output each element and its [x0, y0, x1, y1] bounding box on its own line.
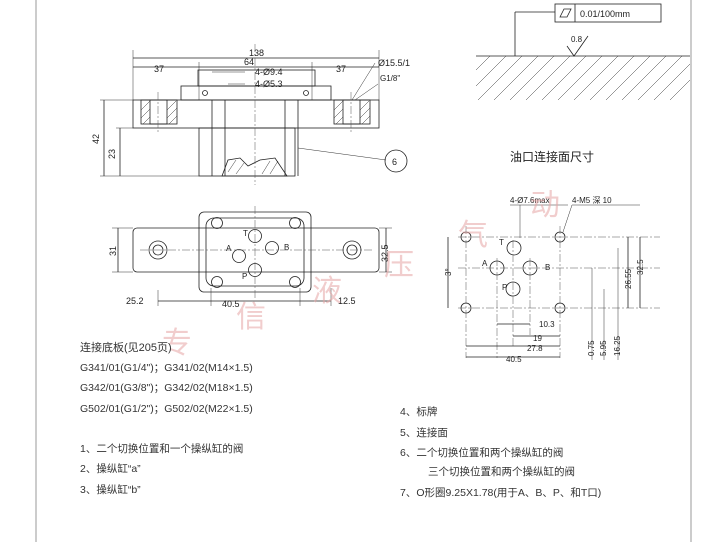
top-section-view: 138 64 37 37 4-Ø9.4 4-Ø5.3 Ø15.5/1 G1/8" — [91, 44, 410, 185]
dim-0-75: 0.75 — [587, 340, 596, 356]
watermark-char-5: 气 — [458, 218, 488, 253]
dim-height-32-5: 32.5 — [380, 244, 390, 262]
dim-40-5: 40.5 — [506, 355, 522, 364]
dim-height-23: 23 — [107, 149, 117, 159]
dim-left: 37 — [154, 64, 164, 74]
dim-height-42: 42 — [91, 134, 101, 144]
dim-19: 19 — [533, 334, 542, 343]
interface-title: 油口连接面尺寸 — [510, 149, 594, 164]
legend-item-5: 5、连接面 — [400, 427, 448, 439]
legend-item-6b: 三个切换位置和两个操纵缸的阀 — [428, 466, 575, 478]
watermark-char-3: 液 — [312, 274, 342, 309]
interface-port-T: T — [499, 238, 504, 247]
dim-16-25: 16.25 — [613, 335, 622, 356]
dim-3: 3° — [444, 268, 453, 276]
interface-thread-label: 4-M5 深 10 — [572, 196, 612, 205]
legend-item-1: 1、二个切换位置和一个操纵缸的阀 — [80, 443, 244, 455]
surface-finish-block: 0.01/100mm 0.8 — [475, 3, 691, 101]
roughness-value: 0.01/100mm — [580, 9, 630, 19]
dim-port-holes: 4-Ø9.4 — [255, 67, 283, 77]
watermark-char-1: 专 — [162, 326, 192, 361]
watermark-char-6: 动 — [530, 188, 560, 223]
subplate-line-3: G502/01(G1/2")；G502/02(M22×1.5) — [80, 403, 253, 415]
subplate-line-1: G341/01(G1/4")；G341/02(M14×1.5) — [80, 362, 253, 374]
legend-item-3: 3、操纵缸“b” — [80, 484, 141, 496]
dim-left-25-2: 25.2 — [126, 296, 144, 306]
dim-flange-hole: Ø15.5/1 — [378, 58, 410, 68]
watermark-char-2: 信 — [236, 300, 266, 335]
dim-center-40-5: 40.5 — [222, 299, 240, 309]
dim-32-5: 32.5 — [636, 259, 645, 275]
dim-bolt-holes: 4-Ø5.3 — [255, 79, 283, 89]
dim-10-3: 10.3 — [539, 320, 555, 329]
subplate-line-2: G342/01(G3/8")；G342/02(M18×1.5) — [80, 382, 253, 394]
plan-port-P: P — [242, 272, 247, 281]
dim-thread: G1/8" — [380, 74, 400, 83]
dim-mid: 64 — [244, 57, 254, 67]
dim-right: 37 — [336, 64, 346, 74]
callout-6: 6 — [392, 157, 397, 167]
interface-port-B: B — [545, 263, 550, 272]
legend-item-2: 2、操纵缸“a” — [80, 463, 141, 475]
port-interface-pattern: 油口连接面尺寸 4-Ø7.6max 4-M5 深 10 T A B P 10.3 — [444, 149, 660, 364]
interface-port-A: A — [482, 259, 488, 268]
legend-item-7: 7、O形圈9.25X1.78(用于A、B、P、和T口) — [400, 487, 602, 499]
dim-right-12-5: 12.5 — [338, 296, 356, 306]
dim-27-8: 27.8 — [527, 344, 543, 353]
interface-holes-label: 4-Ø7.6max — [510, 196, 550, 205]
callout-6-circle — [384, 149, 408, 173]
dim-width-31: 31 — [108, 246, 118, 256]
plan-port-A: A — [226, 244, 232, 253]
surface-finish-value: 0.8 — [571, 35, 583, 44]
plan-view: T A B P 31 32.5 25.2 40.5 12.5 — [108, 206, 392, 309]
interface-port-P: P — [502, 283, 507, 292]
dim-overall: 138 — [249, 48, 264, 58]
dim-5-95: 5.95 — [599, 340, 608, 356]
legend-item-4: 4、标牌 — [400, 406, 438, 418]
dim-26-55: 26.55 — [624, 268, 633, 289]
legend-item-6: 6、二个切换位置和两个操纵缸的阀 — [400, 447, 564, 459]
plan-port-B: B — [284, 243, 289, 252]
plan-port-T: T — [243, 229, 248, 238]
subplate-title: 连接底板(见205页) — [80, 342, 172, 354]
watermark-char-4: 压 — [384, 248, 414, 283]
